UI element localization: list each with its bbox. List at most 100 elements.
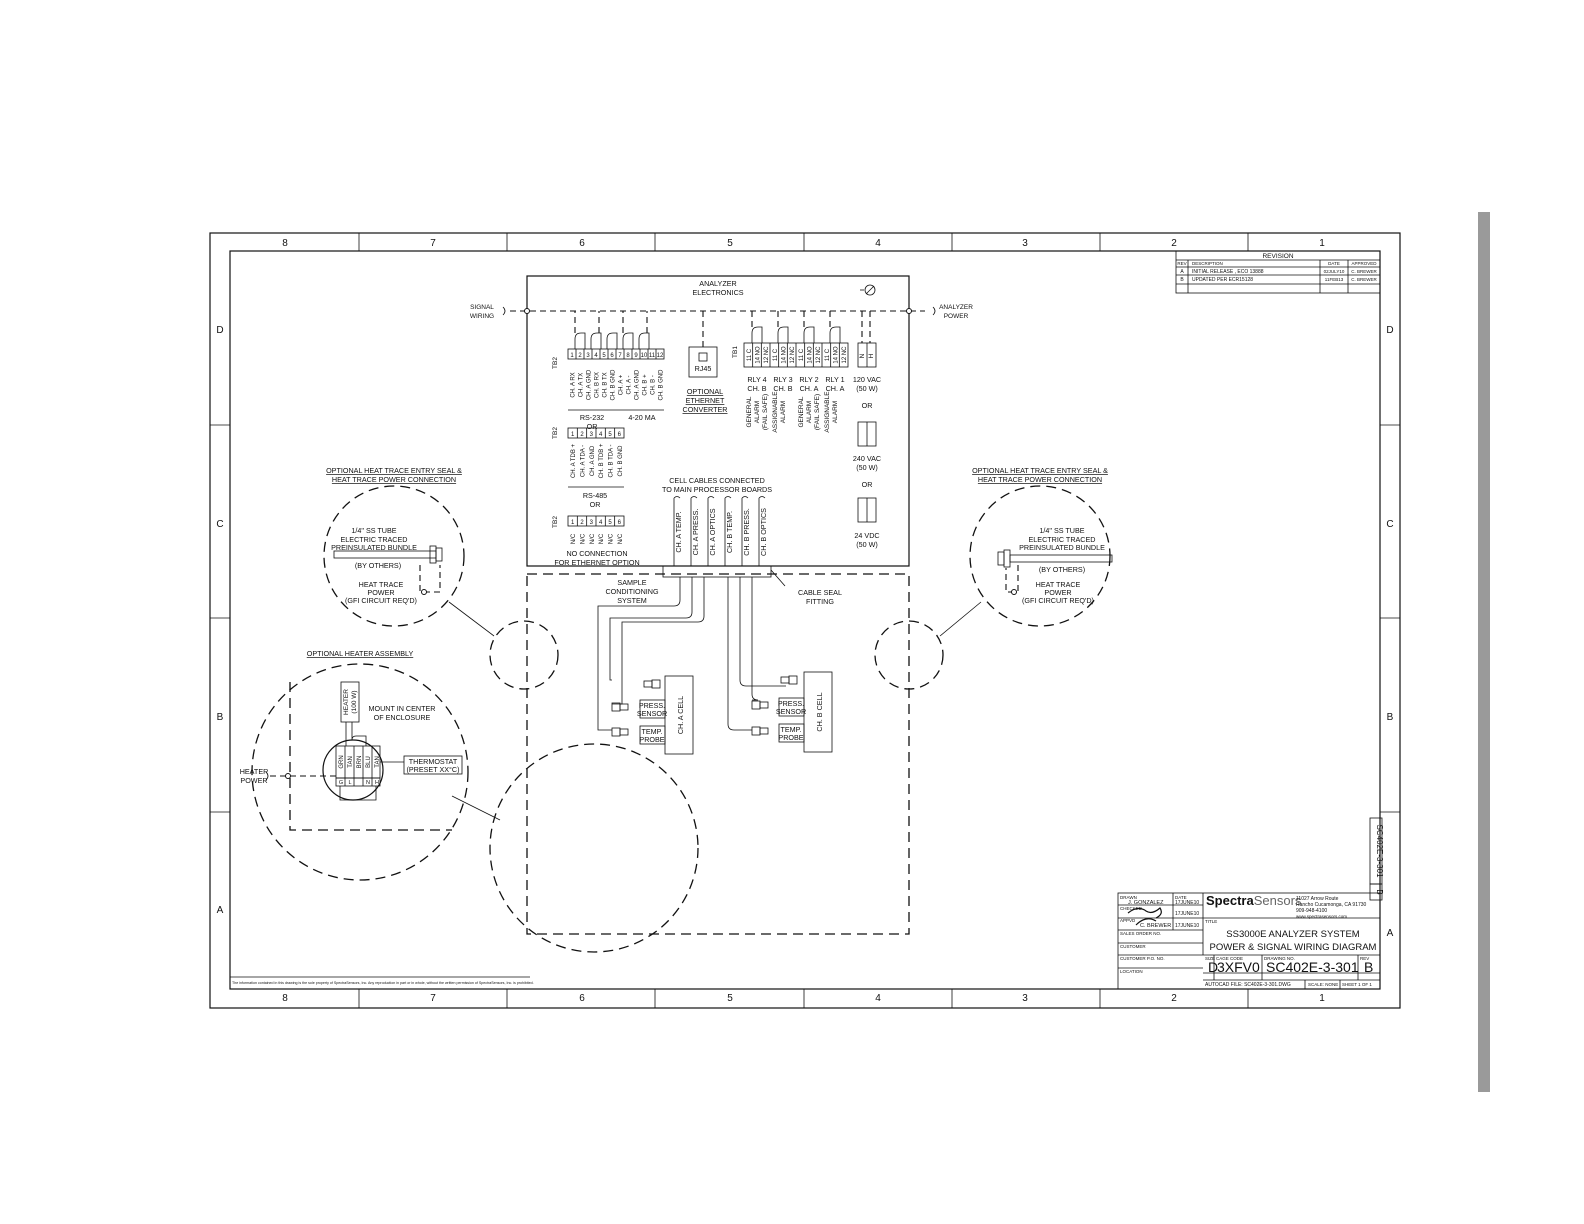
callout-circle-heater — [489, 743, 699, 953]
heat-trace-power: (GFI CIRCUIT REQ'D) — [1022, 596, 1094, 605]
temp-probe-label: PROBE — [778, 733, 803, 742]
row-label-right: B — [1387, 712, 1394, 723]
heater-terminal-label: G — [339, 780, 343, 786]
signature — [1127, 907, 1162, 926]
relay-function: ALARM — [832, 401, 839, 423]
approved-by: C. BREWER — [1140, 923, 1171, 929]
rs232-signal-label: CH. B RX — [595, 372, 601, 398]
or-text: OR — [590, 500, 601, 509]
power-120: 120 VAC — [853, 375, 881, 384]
title-block: DRAWN J. GONZALEZ DATE 17JUNE10 CHECKED … — [1117, 892, 1381, 990]
revision-title: REVISION — [1262, 253, 1293, 260]
analyzer-power-label: POWER — [944, 313, 969, 320]
terminal-number: 3 — [586, 353, 590, 359]
date-label: DATE — [1175, 895, 1187, 900]
relay-channel: CH. B — [747, 384, 766, 393]
terminal-number: 1 — [571, 520, 575, 526]
col-label-bottom: 7 — [430, 993, 436, 1004]
row-label-left: A — [217, 905, 224, 916]
tb2-label: TB2 — [552, 357, 559, 369]
dwg-value: SC402E-3-301 — [1266, 959, 1359, 975]
sample-conditioning: SAMPLE CONDITIONING SYSTEM CABLE SEAL FI… — [526, 573, 910, 935]
terminal-number: 8 — [626, 353, 630, 359]
neutral-mark: N — [859, 353, 866, 358]
rs232-signal-label: CH. B + — [643, 374, 649, 396]
terminal-number: 10 — [641, 353, 648, 359]
revision-header: DESCRIPTION — [1192, 261, 1223, 266]
cable-label: CH. B PRESS. — [742, 508, 751, 556]
col-label-bottom: 5 — [727, 993, 733, 1004]
terminal-number: 2 — [580, 432, 584, 438]
relay-function: (FAIL SAFE) — [814, 394, 821, 430]
heat-trace-detail-left: OPTIONAL HEAT TRACE ENTRY SEAL & HEAT TR… — [323, 466, 465, 627]
inner-border — [229, 250, 1381, 990]
revision-header: DATE — [1328, 261, 1340, 266]
sheet-label: SHEET 1 OF 1 — [1342, 982, 1372, 987]
cell-a-label: CH. A CELL — [676, 696, 685, 734]
relay-name: RLY 2 — [799, 375, 818, 384]
nc-signal-label: N/C — [618, 533, 624, 544]
drawn-by: J. GONZALEZ — [1128, 900, 1164, 906]
rs232-signal-label: CH. B TX — [603, 372, 609, 397]
col-label-bottom: 4 — [875, 993, 881, 1004]
side-rev: B — [1375, 889, 1384, 894]
signal-wiring-label: WIRING — [470, 313, 494, 320]
ethernet-label: OPTIONAL — [687, 387, 723, 396]
terminal-number: 6 — [618, 432, 622, 438]
revision-block: REVISION REV DESCRIPTION DATE APPROVED A… — [1175, 250, 1381, 294]
heat-trace-title: HEAT TRACE POWER CONNECTION — [332, 475, 456, 484]
row-label-right: D — [1386, 325, 1393, 336]
cable-label: CH. A OPTICS — [708, 508, 717, 555]
heater-assembly-detail: OPTIONAL HEATER ASSEMBLY HEATER (100 W) … — [240, 649, 469, 881]
drawn-label: DRAWN — [1120, 895, 1137, 900]
revision-header: REV — [1177, 261, 1186, 266]
col-label-bottom: 8 — [282, 993, 288, 1004]
thermostat-label: THERMOSTAT — [409, 757, 458, 766]
rs232-signal-label: CH. B - — [651, 375, 657, 395]
power-24w: (50 W) — [856, 540, 878, 549]
cage-value: 3XFV0 — [1217, 959, 1260, 975]
rs485-signal-label: CH. A TDB + — [571, 443, 577, 478]
scrollbar[interactable] — [1478, 212, 1490, 1092]
company-address: www.spectrasensors.com — [1296, 914, 1347, 919]
nc-signal-label: N/C — [599, 533, 605, 544]
rs232-signal-label: CH. A RX — [571, 372, 577, 397]
relay-terminal-label: 12 NC — [842, 346, 848, 364]
row-label-left: D — [216, 325, 223, 336]
cable-end — [690, 496, 698, 499]
cable-seal-fitting — [662, 565, 772, 578]
sample-label: CONDITIONING — [605, 587, 659, 596]
heat-trace-power: HEAT TRACE — [1036, 580, 1081, 589]
grid-row-labels: D C B A D C B A — [216, 325, 1393, 939]
size-value: D — [1208, 959, 1218, 975]
rs485-caption: RS-485 — [583, 491, 607, 500]
relay-function: ASSIGNABLE — [824, 391, 831, 433]
dwg-label: DRAWING NO. — [1264, 956, 1295, 961]
cable-end — [724, 496, 732, 499]
ma-caption: 4-20 MA — [628, 413, 655, 422]
col-label-top: 3 — [1022, 238, 1028, 249]
heat-trace-power: POWER — [1044, 588, 1071, 597]
approved-label: APPVD — [1120, 918, 1136, 923]
revision-approved: C. BREWER — [1351, 269, 1377, 274]
analyzer-power-label: ANALYZER — [939, 304, 973, 311]
rs485-signal-label: CH. A GND — [590, 445, 596, 476]
terminal-number: 4 — [599, 520, 603, 526]
row-label-right: A — [1387, 928, 1394, 939]
ethernet-label: CONVERTER — [683, 405, 728, 414]
terminal-number: 4 — [594, 353, 598, 359]
relay-terminal-label: 11 C — [747, 348, 753, 361]
nc-signal-label: N/C — [580, 533, 586, 544]
nc-caption: FOR ETHERNET OPTION — [554, 558, 639, 567]
relay-function: ASSIGNABLE — [772, 391, 779, 433]
sample-label: SAMPLE — [617, 578, 646, 587]
terminal-number: 1 — [571, 432, 575, 438]
analyzer-title: ELECTRONICS — [692, 288, 743, 297]
rs232-signal-label: CH. B GND — [659, 369, 665, 401]
col-label-top: 8 — [282, 238, 288, 249]
terminal-number: 3 — [590, 432, 594, 438]
revision-desc: INITIAL RELEASE , ECO 13888 — [1192, 269, 1264, 275]
terminal-number: 6 — [618, 520, 622, 526]
approved-date: 17JUNE10 — [1175, 923, 1199, 929]
mount-label: OF ENCLOSURE — [374, 713, 431, 722]
